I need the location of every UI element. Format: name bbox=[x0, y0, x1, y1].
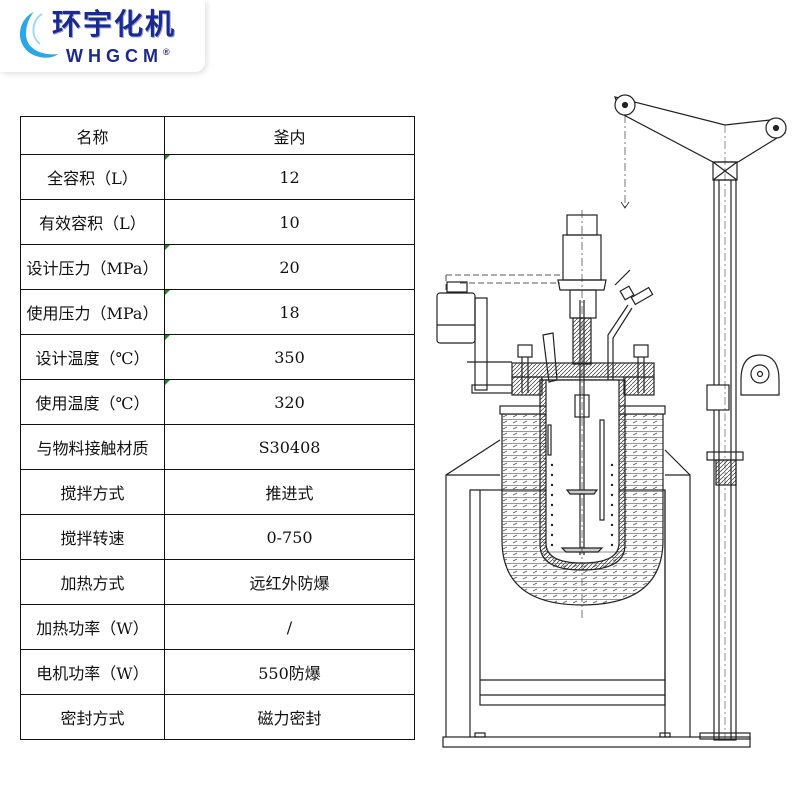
valve bbox=[614, 269, 654, 306]
table-row: 使用压力（MPa） 18 bbox=[20, 289, 415, 335]
row-value: 320 bbox=[164, 379, 415, 425]
base-plate bbox=[442, 736, 751, 748]
row-value-text: 320 bbox=[274, 392, 305, 412]
hand-wheel bbox=[740, 354, 780, 396]
row-value: 350 bbox=[164, 334, 415, 380]
table-row: 有效容积（L） 10 bbox=[20, 199, 415, 245]
row-value-text: 18 bbox=[279, 302, 300, 322]
table-row: 设计温度（℃）350 bbox=[20, 334, 415, 380]
pulley bbox=[446, 281, 468, 293]
row-value-text: 10 bbox=[279, 212, 300, 232]
table-row: 设计压力（MPa） 20 bbox=[20, 244, 415, 290]
cell-marker-icon bbox=[165, 335, 170, 340]
cell-marker-icon bbox=[165, 290, 170, 295]
logo-chinese-name: 环宇化机 bbox=[52, 7, 177, 41]
row-name: 设计压力（MPa） bbox=[20, 244, 165, 290]
table-row: 电机功率（W）550防爆 bbox=[20, 649, 415, 695]
logo-swoosh-icon bbox=[20, 12, 58, 58]
row-name: 使用压力（MPa） bbox=[20, 289, 165, 335]
row-value-text: 350 bbox=[274, 347, 305, 367]
registered-mark: ® bbox=[162, 47, 170, 57]
row-name: 搅拌方式 bbox=[20, 469, 165, 515]
impeller-upper bbox=[565, 489, 599, 495]
lifting-arm bbox=[614, 94, 787, 209]
row-value: S30408 bbox=[164, 424, 415, 470]
row-value: 12 bbox=[164, 154, 415, 200]
drive-motor bbox=[436, 292, 476, 344]
row-value-text: 550防爆 bbox=[258, 664, 321, 683]
row-value-text: 推进式 bbox=[265, 484, 314, 503]
lifting-column bbox=[699, 125, 751, 741]
cell-marker-icon bbox=[165, 155, 170, 160]
heating-coil bbox=[550, 463, 614, 547]
row-value-text: 0-750 bbox=[266, 527, 313, 547]
table-row: 全容积（L） 12 bbox=[20, 154, 415, 200]
vessel-flange bbox=[511, 304, 655, 396]
cell-marker-icon bbox=[165, 380, 170, 385]
row-value-text: 远红外防爆 bbox=[249, 574, 330, 593]
row-value-text: 12 bbox=[279, 167, 300, 187]
logo-english-name: WHGCM® bbox=[66, 42, 170, 66]
row-value-text: 磁力密封 bbox=[257, 709, 322, 728]
table-row: 加热功率（W）/ bbox=[20, 604, 415, 650]
cell-marker-icon bbox=[165, 245, 170, 250]
row-name: 全容积（L） bbox=[20, 154, 165, 200]
row-value: 推进式 bbox=[164, 469, 415, 515]
row-value: 10 bbox=[164, 199, 415, 245]
table-row: 搅拌方式 推进式 bbox=[20, 469, 415, 515]
magnetic-drive bbox=[557, 214, 607, 365]
row-value-text: 20 bbox=[279, 257, 300, 277]
company-logo: 环宇化机 WHGCM® bbox=[0, 0, 205, 72]
row-value-text: S30408 bbox=[258, 437, 321, 457]
table-row: 与物料接触材质 S30408 bbox=[20, 424, 415, 470]
logo-english-text: WHGCM bbox=[66, 46, 163, 66]
row-name: 有效容积（L） bbox=[20, 199, 165, 245]
table-row: 密封方式 磁力密封 bbox=[20, 694, 415, 740]
row-value: 550防爆 bbox=[164, 649, 415, 695]
row-name: 密封方式 bbox=[20, 694, 165, 740]
row-value: / bbox=[164, 604, 415, 650]
row-name: 与物料接触材质 bbox=[20, 424, 165, 470]
row-value-text: / bbox=[286, 617, 293, 637]
row-value: 磁力密封 bbox=[164, 694, 415, 740]
row-value: 20 bbox=[164, 244, 415, 290]
